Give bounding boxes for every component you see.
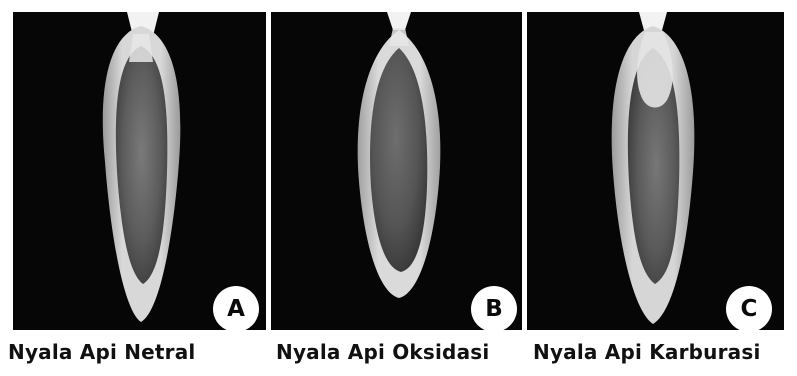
- caption-carburizing-flame: Nyala Api Karburasi: [533, 340, 761, 364]
- flame-photo-carburizing: C: [527, 12, 784, 330]
- flame-photo-neutral: A: [13, 12, 266, 330]
- label-badge-a: A: [213, 286, 259, 330]
- acetylene-feather: [637, 32, 673, 108]
- inner-cone: [389, 28, 409, 46]
- caption-neutral-flame: Nyala Api Netral: [8, 340, 195, 364]
- caption-oxidizing-flame: Nyala Api Oksidasi: [276, 340, 489, 364]
- oxidizing-flame-illustration: [271, 12, 522, 330]
- label-badge-c: C: [726, 286, 772, 330]
- nozzle-tip: [387, 12, 411, 30]
- carburizing-flame-illustration: [527, 12, 784, 330]
- flame-photo-oxidizing: B: [271, 12, 522, 330]
- neutral-flame-illustration: [13, 12, 266, 330]
- inner-cone: [129, 34, 153, 62]
- label-badge-b: B: [471, 286, 517, 330]
